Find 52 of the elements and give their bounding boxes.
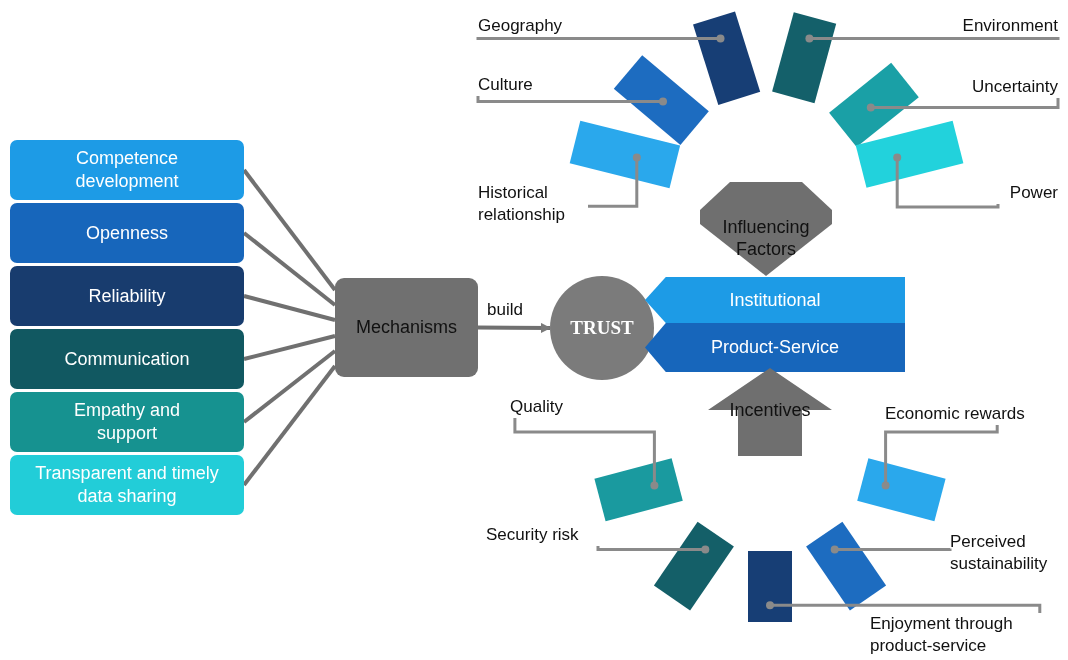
factor-label: Quality — [510, 396, 580, 418]
connector-line — [243, 334, 336, 361]
leader-line — [596, 545, 710, 554]
leader-line — [513, 418, 659, 490]
mechanism-box: Reliability — [10, 266, 244, 326]
trust-band: Product-Service — [645, 323, 905, 372]
fan-bar — [806, 521, 887, 611]
fan-bar — [653, 521, 734, 611]
factor-label: Uncertainty — [938, 76, 1058, 98]
factor-label: Culture — [478, 74, 558, 96]
mechanism-box: Competence development — [10, 140, 244, 200]
leader-line — [588, 153, 641, 208]
mechanism-box: Empathy and support — [10, 392, 244, 452]
fan-bar — [693, 11, 761, 105]
mechanism-box: Transparent and timely data sharing — [10, 455, 244, 515]
connector-line — [242, 168, 337, 292]
process-box: Mechanisms — [335, 278, 478, 377]
fan-bar — [594, 458, 683, 522]
leader-line — [805, 34, 1060, 43]
fan-bar — [772, 12, 837, 104]
connector-line — [243, 294, 336, 322]
connector-line — [242, 231, 337, 307]
leader-line — [766, 601, 1042, 613]
factor-label: Power — [998, 182, 1058, 204]
arrow-label: Incentives — [728, 399, 812, 421]
leader-line — [830, 545, 952, 554]
connector-line — [242, 349, 337, 424]
mechanism-box: Communication — [10, 329, 244, 389]
factor-label: Perceived sustainability — [950, 531, 1065, 575]
connector-line — [242, 364, 337, 487]
fan-bar — [857, 458, 946, 522]
arrow-label: Influencing Factors — [721, 216, 811, 260]
trust-circle: TRUST — [550, 276, 654, 380]
fan-bar — [613, 55, 709, 145]
leader-line — [881, 425, 999, 490]
fan-bar — [748, 551, 792, 622]
arrow — [478, 322, 551, 333]
factor-label: Environment — [938, 15, 1058, 37]
leader-line — [893, 153, 1000, 209]
factor-label: Economic rewards — [885, 403, 1055, 425]
factor-label: Security risk — [486, 524, 598, 546]
factor-label: Historical relationship — [478, 182, 588, 226]
mechanism-box: Openness — [10, 203, 244, 263]
leader-line — [866, 98, 1060, 112]
fan-bar — [855, 120, 964, 188]
leader-line — [476, 96, 667, 106]
fan-bar — [829, 62, 919, 148]
factor-label: Enjoyment through product-service — [870, 613, 1045, 657]
factor-label: Geography — [478, 15, 588, 37]
trust-band: Institutional — [645, 277, 905, 323]
fan-bar — [569, 120, 681, 189]
leader-line — [476, 34, 725, 43]
